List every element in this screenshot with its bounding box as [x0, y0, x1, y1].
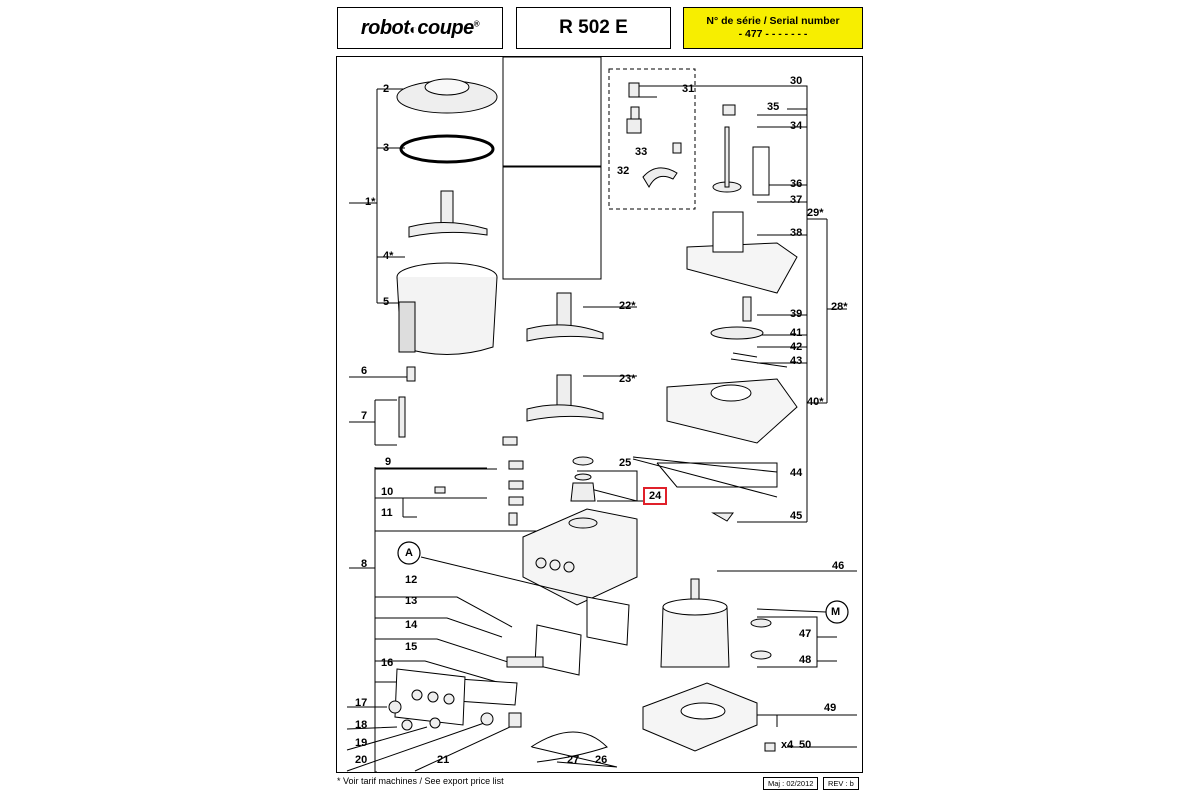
part-number: 48	[799, 654, 812, 666]
part-number: 43	[790, 355, 803, 367]
part-number: 2	[383, 83, 390, 95]
brand-logo-box: robot◐coupe®	[337, 7, 503, 49]
part-number: 13	[405, 595, 418, 607]
part-number: 29*	[807, 207, 824, 219]
quantity-label: x4	[781, 739, 794, 751]
part-number: 16	[381, 657, 394, 669]
part-number: 20	[355, 754, 368, 766]
part-number: 12	[405, 574, 418, 586]
logo-text-coupe: coupe	[417, 16, 474, 39]
footer-note: * Voir tarif machines / See export price…	[337, 776, 504, 786]
logo-registered-mark: ®	[473, 18, 480, 28]
part-number: 5	[383, 296, 390, 308]
part-number: 35	[767, 101, 780, 113]
part-number: 21	[437, 754, 450, 766]
part-number: 49	[824, 702, 837, 714]
part-number: 31	[682, 83, 695, 95]
part-number: 19	[355, 737, 368, 749]
part-number: 44	[790, 467, 803, 479]
part-number: 15	[405, 641, 418, 653]
part-number: 34	[790, 120, 803, 132]
brand-logo: robot◐coupe®	[360, 16, 480, 39]
part-number: 27	[567, 754, 580, 766]
part-number: 40*	[807, 396, 824, 408]
logo-text-robot: robot	[360, 16, 410, 39]
model-name: R 502 E	[559, 17, 628, 38]
inset-box-top	[502, 57, 602, 167]
part-number: 22*	[619, 300, 636, 312]
part-number: 4*	[383, 250, 394, 262]
callout-a-circle	[397, 541, 421, 565]
part-number: 28*	[831, 301, 848, 313]
part-number: 38	[790, 227, 803, 239]
serial-label: N° de série / Serial number	[706, 15, 840, 27]
part-number: 45	[790, 510, 803, 522]
part-number: 39	[790, 308, 803, 320]
part-number: 33	[635, 146, 648, 158]
serial-value: - 477 - - - - - - -	[738, 28, 808, 40]
callout-a-label: A	[405, 547, 413, 559]
part-number: 47	[799, 628, 812, 640]
part-number: 17	[355, 697, 368, 709]
part-number: 32	[617, 165, 630, 177]
part-number: 14	[405, 619, 418, 631]
part-number: 9	[385, 456, 392, 468]
revision-date: Maj : 02/2012	[763, 777, 819, 790]
part-number: 23*	[619, 373, 636, 385]
part-number: 18	[355, 719, 368, 731]
part-number: 42	[790, 341, 803, 353]
part-number-highlighted: 24	[643, 487, 668, 505]
part-number: 25	[619, 457, 632, 469]
part-number: 50	[799, 739, 812, 751]
exploded-view-frame: 2 3 1* 4* 5 6 7 9 10 11 8 A 12 13 14 15 …	[336, 56, 863, 773]
inset-box-bottom	[502, 166, 602, 280]
part-number: 1*	[365, 196, 376, 208]
part-number: 8	[361, 558, 368, 570]
callout-m-label: M	[831, 606, 841, 618]
revision-code: REV : b	[823, 777, 859, 790]
exploded-view-drawing	[346, 57, 857, 773]
part-number: 11	[381, 507, 393, 519]
serial-number-box: N° de série / Serial number - 477 - - - …	[683, 7, 863, 49]
part-number: 36	[790, 178, 803, 190]
part-number: 26	[595, 754, 608, 766]
dashed-kit-box	[608, 68, 696, 210]
part-number: 10	[381, 486, 394, 498]
part-number: 37	[790, 194, 803, 206]
part-number: 3	[383, 142, 390, 154]
part-number: 7	[361, 410, 368, 422]
part-number: 41	[790, 327, 803, 339]
model-box: R 502 E	[516, 7, 671, 49]
part-number: 30	[790, 75, 803, 87]
part-number: 46	[832, 560, 845, 572]
part-number: 6	[361, 365, 368, 377]
